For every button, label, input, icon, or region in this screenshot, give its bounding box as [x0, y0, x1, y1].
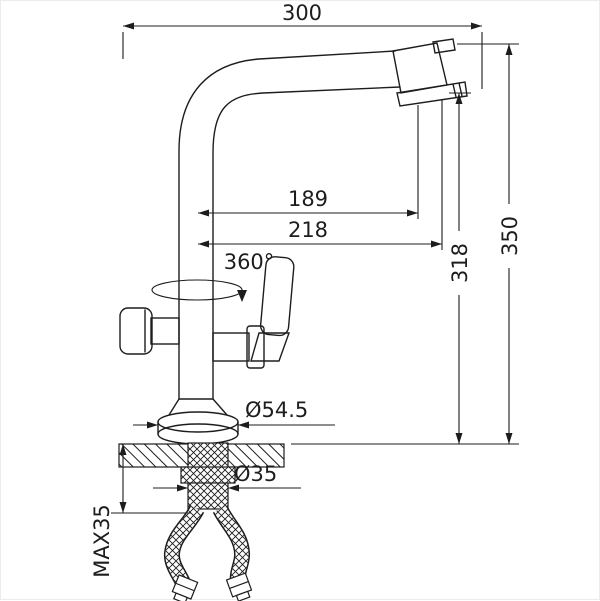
dim-318: 318: [448, 92, 472, 444]
dim-base-diameter: Ø54.5: [133, 398, 335, 429]
dim-shank-diameter: Ø35: [153, 462, 301, 492]
spout-head: [392, 42, 448, 94]
dim-300-label: 300: [282, 1, 322, 25]
spout-top-line: [178, 50, 396, 400]
dim-360: 360°: [151, 250, 275, 302]
base-flange-bottom: [157, 423, 239, 445]
spout-head-cap: [432, 38, 456, 54]
base-flange-top: [157, 411, 239, 433]
body-flare-left: [168, 398, 180, 416]
dim-318-label-bg: [449, 231, 470, 295]
dim-max-thickness-label: MAX35: [90, 504, 114, 578]
body-flare-right: [212, 398, 228, 416]
hose-fitting-right: [225, 572, 253, 601]
dim-350-label-bg: [498, 204, 520, 268]
supply-hose-right: [214, 505, 249, 586]
dim-189: 189: [198, 105, 419, 219]
right-valve-boss: [212, 332, 250, 362]
dim-350: 350: [291, 43, 522, 445]
dim-max-thickness: MAX35: [90, 444, 191, 578]
swivel-ellipse: [151, 279, 243, 301]
aerator-detail-line: [452, 83, 457, 98]
rotation-arrow-icon: [237, 290, 247, 302]
supply-hose-left: [165, 505, 203, 588]
mounting-nut: [180, 466, 236, 484]
faucet-outline: [119, 38, 468, 445]
mounting-section: [118, 442, 285, 510]
right-valve-cap: [246, 325, 265, 369]
dim-318-label: 318: [448, 243, 472, 283]
right-lever-base: [250, 332, 290, 362]
dim-218-label: 218: [288, 218, 328, 242]
dim-218: 218: [198, 99, 443, 250]
dim-base-diameter-label: Ø54.5: [245, 398, 308, 422]
left-valve-branch: [150, 317, 180, 345]
dim-350-label: 350: [498, 216, 522, 256]
aerator: [396, 81, 468, 107]
supply-hoses: [163, 505, 253, 601]
hose-fitting-left: [171, 574, 199, 601]
left-handle: [119, 307, 153, 355]
spout-bottom-line: [212, 86, 401, 400]
right-lever: [259, 256, 295, 337]
dim-300: 300: [122, 1, 483, 89]
dim-360-label: 360°: [224, 250, 275, 274]
dim-189-label: 189: [288, 187, 328, 211]
dim-shank-diameter-label: Ø35: [234, 462, 277, 486]
